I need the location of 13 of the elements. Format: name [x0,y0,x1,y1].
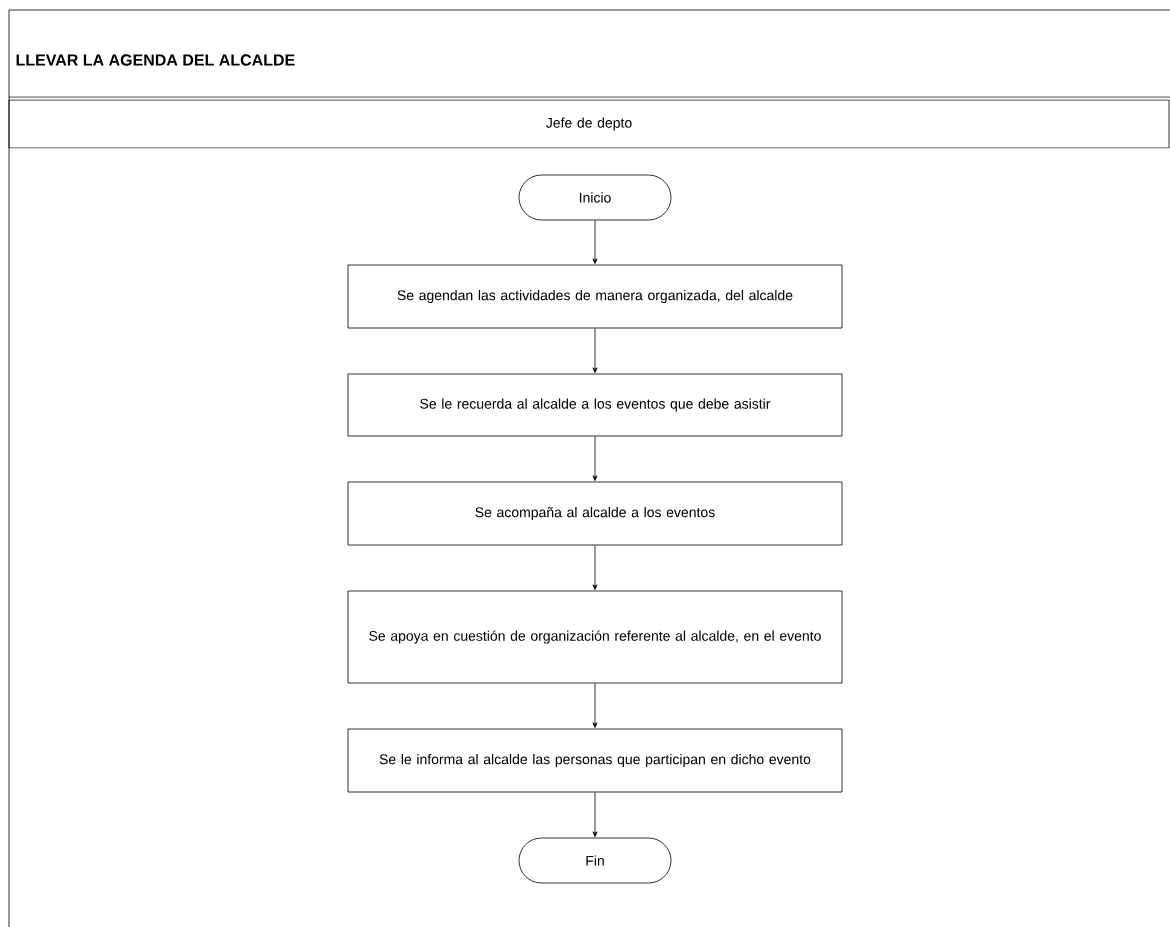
process-box: Se le informa al alcalde las personas que participan en dicho evento [347,728,843,793]
arrow [592,545,598,590]
arrow [592,220,598,264]
arrow [592,328,598,373]
process-box: Se apoya en cuestión de organización referente al alcalde, en el evento [347,590,843,684]
lane-header: Jefe de depto [8,99,1170,149]
arrow [592,436,598,481]
process-box: Se agendan las actividades de manera organizada, del alcalde [347,264,843,329]
title: LLEVAR LA AGENDA DEL ALCALDE [16,54,295,66]
arrow [592,792,598,837]
process-box: Se le recuerda al alcalde a los eventos que debe asistir [347,373,843,437]
process-box: Se acompaña al alcalde a los eventos [347,481,843,546]
arrow [592,683,598,728]
